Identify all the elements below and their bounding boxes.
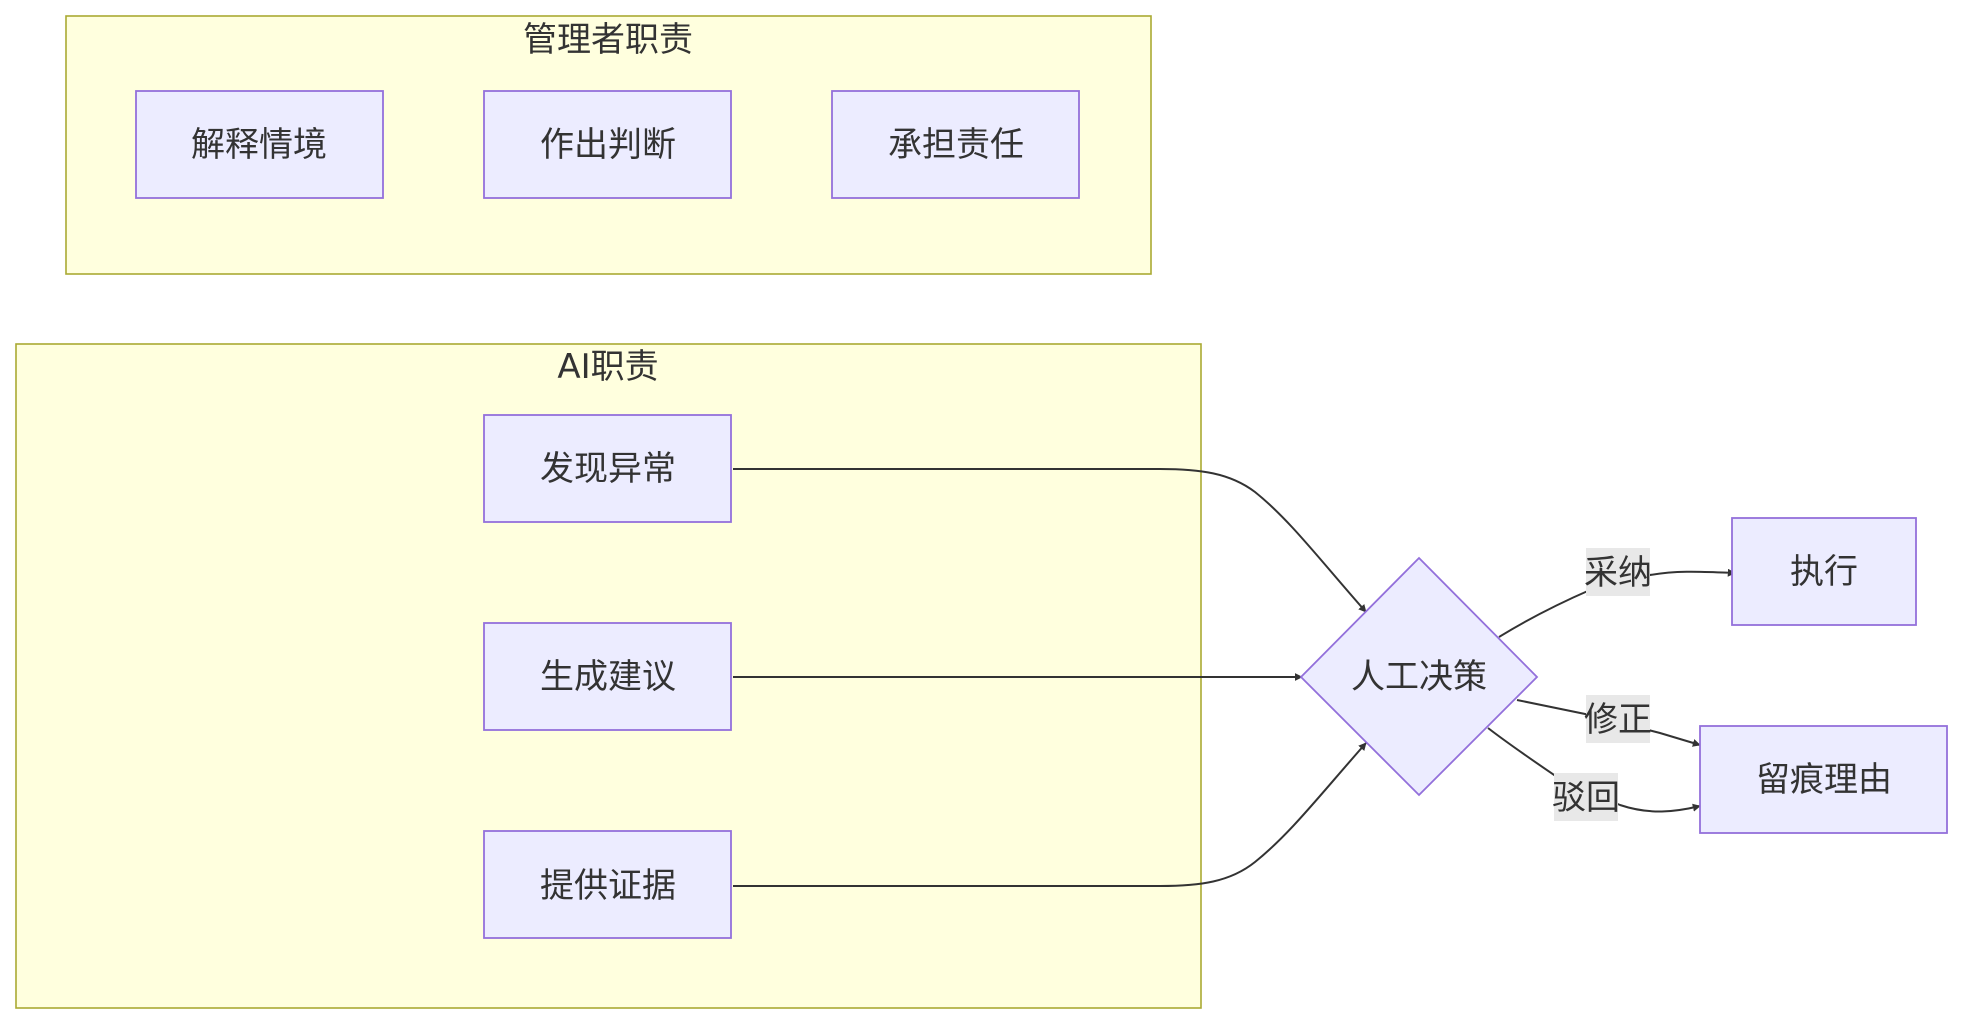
node-evidence-box: [483, 830, 732, 939]
edge-label-revise-text: 修正: [1584, 700, 1652, 740]
node-evidence[interactable]: 提供证据: [483, 830, 732, 939]
cluster-ai-title: AI职责: [557, 347, 658, 387]
node-evidence-label: 提供证据: [540, 866, 676, 906]
node-suggest-box: [483, 622, 732, 731]
node-responsibility-box: [831, 90, 1080, 199]
edge-label-reject-bg: [1554, 773, 1618, 821]
node-judge-box: [483, 90, 732, 199]
node-responsibility[interactable]: 承担责任: [831, 90, 1080, 199]
node-execute[interactable]: 执行: [1731, 517, 1917, 626]
edge-evidence-to-decision: [733, 742, 1367, 887]
edge-label-reject: 驳回: [1552, 773, 1620, 821]
node-suggest[interactable]: 生成建议: [483, 622, 732, 731]
node-judge[interactable]: 作出判断: [483, 90, 732, 199]
edge-label-adopt-text: 采纳: [1584, 553, 1652, 593]
node-detect[interactable]: 发现异常: [483, 414, 732, 523]
node-decision-label: 人工决策: [1351, 657, 1487, 697]
node-interpret[interactable]: 解释情境: [135, 90, 384, 199]
node-record[interactable]: 留痕理由: [1699, 725, 1948, 834]
node-execute-label: 执行: [1790, 552, 1858, 592]
edge-detect-to-decision: [733, 468, 1367, 613]
node-interpret-label: 解释情境: [191, 125, 327, 165]
node-decision-diamond: [1299, 556, 1539, 797]
node-interpret-box: [135, 90, 384, 199]
node-record-label: 留痕理由: [1756, 760, 1892, 800]
node-responsibility-label: 承担责任: [888, 125, 1024, 165]
edge-label-reject-text: 驳回: [1552, 778, 1620, 818]
edge-label-adopt-bg: [1586, 548, 1650, 596]
cluster-manager-title: 管理者职责: [523, 20, 693, 60]
node-detect-label: 发现异常: [540, 449, 676, 489]
edge-label-revise: 修正: [1584, 695, 1652, 743]
node-record-box: [1699, 725, 1948, 834]
edge-label-adopt: 采纳: [1584, 548, 1652, 596]
node-suggest-label: 生成建议: [540, 657, 676, 697]
node-decision[interactable]: 人工决策: [1299, 556, 1539, 797]
node-judge-label: 作出判断: [540, 125, 676, 165]
edge-label-revise-bg: [1586, 695, 1650, 743]
node-execute-box: [1731, 517, 1917, 626]
node-detect-box: [483, 414, 732, 523]
